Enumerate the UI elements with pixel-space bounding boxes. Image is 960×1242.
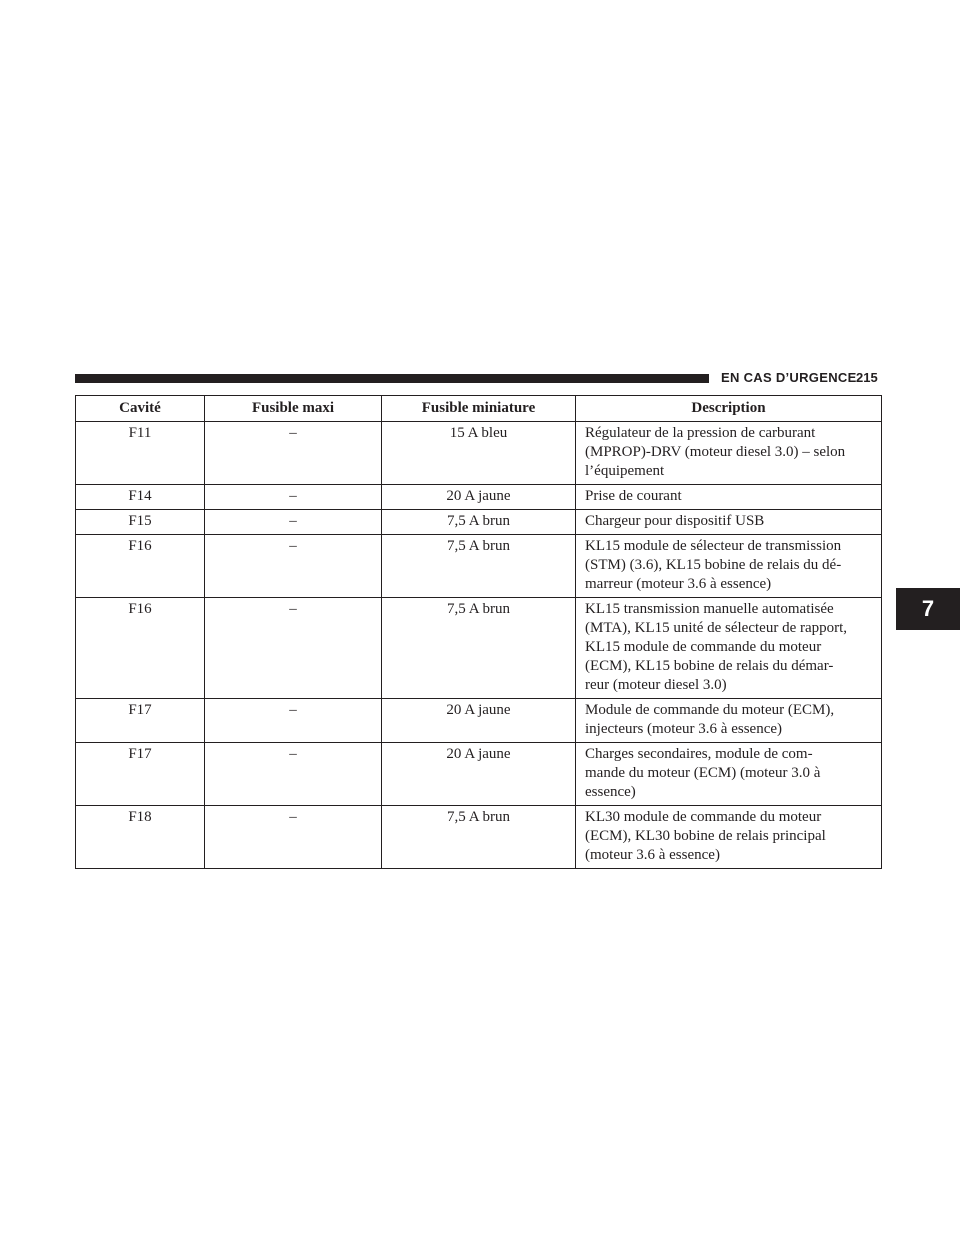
description-line: Module de commande du moteur (ECM), bbox=[585, 702, 835, 718]
description-line: (MTA), KL15 unité de sélecteur de rappor… bbox=[585, 620, 848, 636]
column-header-fusible-miniature: Fusible miniature bbox=[381, 395, 576, 422]
description-line: (ECM), KL15 bobine de relais du démar- bbox=[585, 658, 834, 674]
description-line: KL30 module de commande du moteur bbox=[585, 809, 822, 825]
description-line: Régulateur de la pression de carburant bbox=[585, 425, 816, 441]
header-rule bbox=[75, 374, 709, 383]
cell-fusible-maxi: – bbox=[204, 805, 382, 869]
cell-fusible-miniature: 7,5 A brun bbox=[381, 597, 576, 699]
cell-fusible-maxi: – bbox=[204, 421, 382, 485]
cell-cavite: F18 bbox=[75, 805, 205, 869]
cell-cavite: F16 bbox=[75, 597, 205, 699]
cell-cavite: F15 bbox=[75, 509, 205, 535]
cell-fusible-miniature: 20 A jaune bbox=[381, 698, 576, 743]
cell-cavite: F17 bbox=[75, 742, 205, 806]
description-line: l’équipement bbox=[585, 463, 665, 479]
cell-description: KL15 transmission manuelle automatisée (M… bbox=[575, 597, 882, 699]
table-header-row: Cavité Fusible maxi Fusible miniature De… bbox=[75, 395, 882, 422]
cell-description: Régulateur de la pression de carburant (M… bbox=[575, 421, 882, 485]
cell-cavite: F11 bbox=[75, 421, 205, 485]
description-line: (MPROP)-DRV (moteur diesel 3.0) – selon bbox=[585, 444, 846, 460]
description-line: KL15 module de sélecteur de transmission bbox=[585, 538, 842, 554]
section-title: EN CAS D’URGENCE bbox=[721, 370, 857, 385]
description-line: (moteur 3.6 à essence) bbox=[585, 847, 720, 863]
description-line: Charges secondaires, module de com- bbox=[585, 746, 813, 762]
cell-fusible-maxi: – bbox=[204, 534, 382, 598]
cell-fusible-miniature: 7,5 A brun bbox=[381, 805, 576, 869]
column-header-description: Description bbox=[575, 395, 882, 422]
description-line: injecteurs (moteur 3.6 à essence) bbox=[585, 721, 782, 737]
description-line: (ECM), KL30 bobine de relais principal bbox=[585, 828, 826, 844]
table-row: F15–7,5 A brun Chargeur pour dispositif U… bbox=[75, 509, 882, 535]
description-line: reur (moteur diesel 3.0) bbox=[585, 677, 727, 693]
description-line: Prise de courant bbox=[585, 488, 682, 504]
cell-cavite: F14 bbox=[75, 484, 205, 510]
cell-description: Prise de courant bbox=[575, 484, 882, 510]
column-header-fusible-maxi: Fusible maxi bbox=[204, 395, 382, 422]
cell-fusible-maxi: – bbox=[204, 698, 382, 743]
cell-fusible-miniature: 15 A bleu bbox=[381, 421, 576, 485]
description-line: mande du moteur (ECM) (moteur 3.0 à bbox=[585, 765, 821, 781]
cell-fusible-miniature: 20 A jaune bbox=[381, 742, 576, 806]
cell-description: Chargeur pour dispositif USB bbox=[575, 509, 882, 535]
cell-fusible-miniature: 20 A jaune bbox=[381, 484, 576, 510]
cell-cavite: F16 bbox=[75, 534, 205, 598]
cell-fusible-maxi: – bbox=[204, 509, 382, 535]
description-line: Chargeur pour dispositif USB bbox=[585, 513, 765, 529]
page-header: EN CAS D’URGENCE 215 bbox=[75, 368, 895, 388]
description-line: KL15 transmission manuelle automatisée bbox=[585, 601, 834, 617]
page-number: 215 bbox=[856, 370, 878, 385]
cell-description: KL15 module de sélecteur de transmission… bbox=[575, 534, 882, 598]
cell-fusible-maxi: – bbox=[204, 597, 382, 699]
cell-fusible-miniature: 7,5 A brun bbox=[381, 534, 576, 598]
description-line: (STM) (3.6), KL15 bobine de relais du dé… bbox=[585, 557, 842, 573]
chapter-tab: 7 bbox=[896, 588, 960, 630]
description-line: KL15 module de commande du moteur bbox=[585, 639, 822, 655]
table-row: F14–20 A jaune Prise de courant bbox=[75, 484, 882, 510]
fuse-table: Cavité Fusible maxi Fusible miniature De… bbox=[75, 395, 882, 869]
description-line: marreur (moteur 3.6 à essence) bbox=[585, 576, 772, 592]
cell-description: KL30 module de commande du moteur (ECM), … bbox=[575, 805, 882, 869]
column-header-cavite: Cavité bbox=[75, 395, 205, 422]
cell-fusible-maxi: – bbox=[204, 742, 382, 806]
cell-description: Module de commande du moteur (ECM), injec… bbox=[575, 698, 882, 743]
cell-fusible-maxi: – bbox=[204, 484, 382, 510]
cell-description: Charges secondaires, module de com-mande… bbox=[575, 742, 882, 806]
cell-fusible-miniature: 7,5 A brun bbox=[381, 509, 576, 535]
description-line: essence) bbox=[585, 784, 636, 800]
cell-cavite: F17 bbox=[75, 698, 205, 743]
